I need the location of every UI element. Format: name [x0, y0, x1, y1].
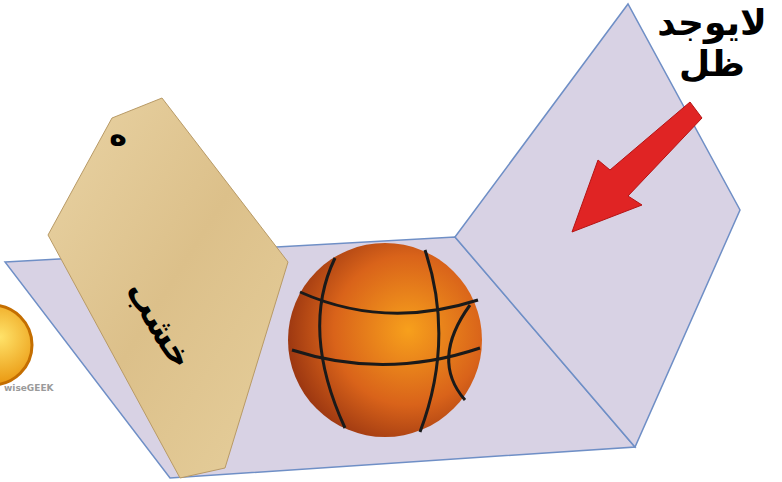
wood-shape: [40, 90, 302, 482]
watermark: wiseGEEK: [4, 384, 54, 393]
note-label: لايوجد ظل: [648, 2, 776, 85]
logo-circle: [0, 305, 32, 385]
basketball: [288, 243, 482, 437]
panel-text: ه: [109, 118, 127, 151]
wood-panel: هخشب: [40, 90, 302, 482]
red-arrow: [572, 102, 702, 232]
